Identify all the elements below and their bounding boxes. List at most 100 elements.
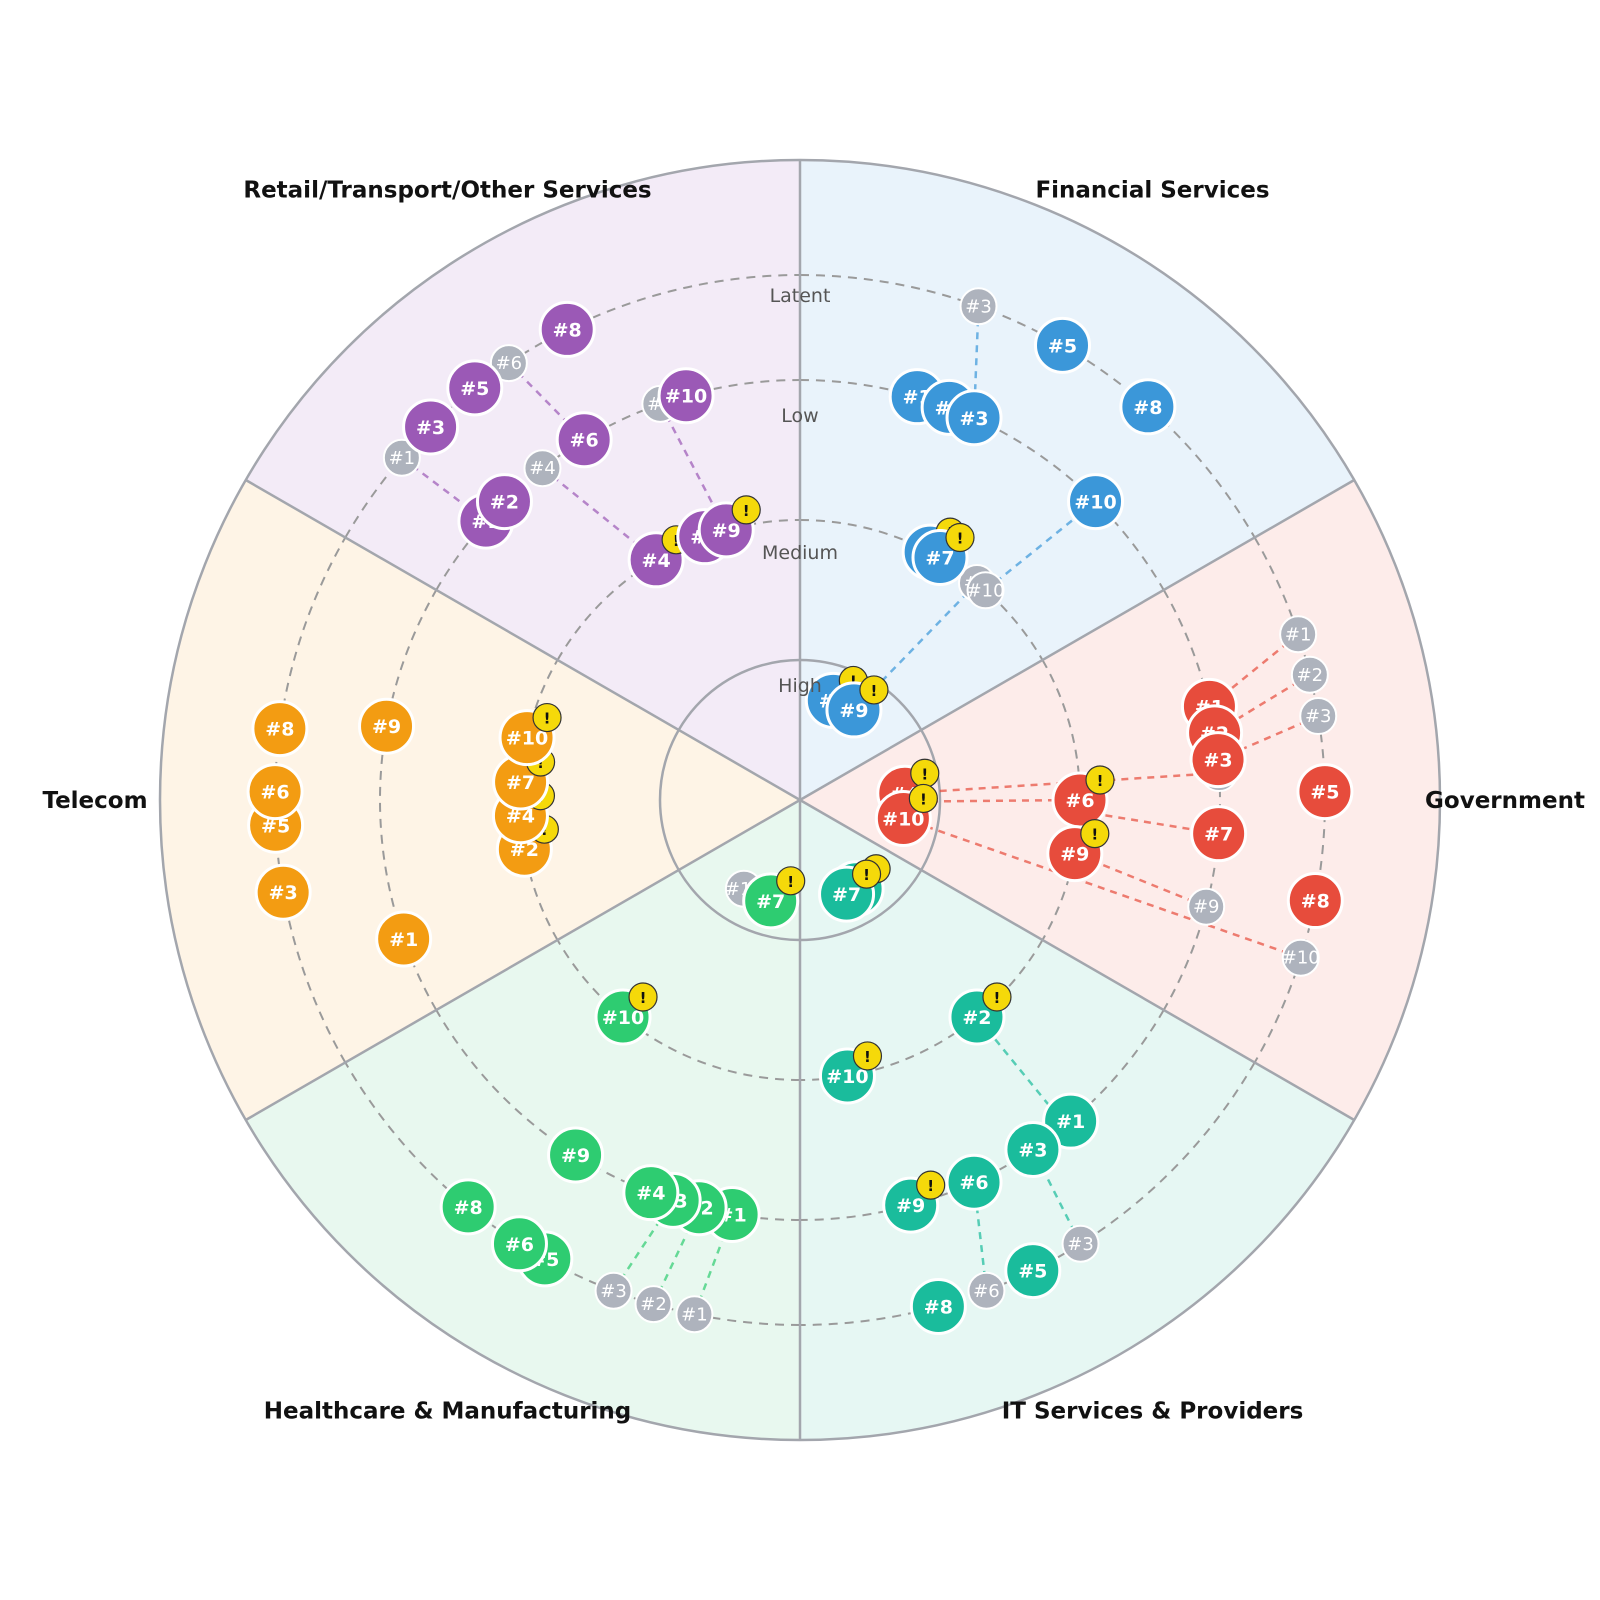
item-marker-label: #9 bbox=[896, 1195, 925, 1217]
warning-icon-label: ! bbox=[994, 989, 1001, 1007]
warning-icon bbox=[532, 702, 562, 733]
warning-icon bbox=[945, 522, 975, 553]
item-marker-label: #2 bbox=[490, 492, 519, 514]
item-marker-label: #6 bbox=[260, 782, 289, 804]
item-marker bbox=[358, 697, 416, 755]
warning-icon bbox=[859, 675, 889, 705]
item-marker-label: #9 bbox=[839, 700, 868, 722]
warning-icon-label: ! bbox=[787, 873, 794, 891]
item-marker-label: #6 bbox=[1065, 790, 1094, 812]
item-marker bbox=[439, 1178, 497, 1236]
item-marker-label: #4 bbox=[642, 550, 671, 572]
previous-marker bbox=[594, 1271, 633, 1310]
previous-marker bbox=[1061, 1224, 1100, 1263]
movement-line bbox=[902, 817, 1302, 959]
previous-marker bbox=[966, 571, 1005, 610]
item-marker-label: #5 bbox=[1018, 1261, 1047, 1283]
previous-marker bbox=[967, 1271, 1006, 1310]
warning-icon-label: ! bbox=[920, 790, 927, 808]
item-marker-label: #7 bbox=[756, 891, 785, 913]
ring-arc-medium bbox=[799, 939, 1044, 1081]
item-marker bbox=[1190, 805, 1248, 863]
warning-icon bbox=[628, 982, 658, 1012]
warning-icon bbox=[851, 859, 882, 889]
item-marker-label: #1 bbox=[1056, 1111, 1085, 1133]
previous-marker-label: #1 bbox=[1285, 624, 1312, 645]
item-marker-label: #8 bbox=[265, 719, 294, 741]
warning-icon bbox=[731, 495, 761, 525]
item-marker bbox=[246, 763, 304, 821]
item-marker-label: #4 bbox=[506, 806, 535, 828]
sector-bg-2 bbox=[800, 480, 1440, 1120]
sector-label-4: Healthcare & Manufacturing bbox=[264, 1399, 632, 1425]
item-marker-label: #1 bbox=[389, 929, 418, 951]
item-marker bbox=[538, 300, 596, 358]
item-marker bbox=[1119, 378, 1177, 436]
ring-label-low: Low bbox=[781, 405, 818, 427]
warning-icon-label: ! bbox=[871, 682, 878, 700]
item-marker-label: #8 bbox=[1133, 397, 1162, 419]
previous-marker-label: #9 bbox=[1193, 897, 1220, 918]
sector-label-1: Financial Services bbox=[1035, 177, 1269, 203]
item-marker-label: #7 bbox=[832, 884, 861, 906]
warning-icon-label: ! bbox=[537, 754, 544, 772]
item-marker-label: #7 bbox=[1204, 824, 1233, 846]
item-marker-label: #10 bbox=[506, 728, 548, 750]
warning-icon bbox=[1085, 765, 1115, 795]
sector-bg-4 bbox=[245, 800, 800, 1440]
item-marker-label: #9 bbox=[372, 716, 401, 738]
item-marker bbox=[375, 910, 433, 968]
item-marker-label: #5 bbox=[460, 378, 489, 400]
warning-icon bbox=[776, 866, 806, 896]
item-marker-label: #9 bbox=[712, 520, 741, 542]
previous-marker bbox=[1299, 697, 1338, 736]
item-marker-label: #8 bbox=[924, 1296, 953, 1318]
sector-label-2: Government bbox=[1425, 788, 1585, 814]
previous-marker bbox=[382, 438, 421, 477]
outer-ring bbox=[158, 158, 1442, 1442]
sector-divider bbox=[245, 798, 801, 1122]
warning-icon bbox=[852, 1041, 883, 1071]
item-marker-label: #9 bbox=[1060, 844, 1089, 866]
previous-marker bbox=[634, 1285, 673, 1324]
item-marker bbox=[555, 411, 613, 469]
ring-arc-medium bbox=[556, 939, 801, 1081]
previous-marker bbox=[1281, 938, 1320, 977]
warning-icon bbox=[916, 1170, 946, 1200]
item-marker-label: #3 bbox=[1018, 1140, 1047, 1162]
item-marker-label: #3 bbox=[1203, 750, 1232, 772]
previous-marker-label: #3 bbox=[1067, 1234, 1094, 1255]
warning-icon-label: ! bbox=[927, 1177, 934, 1195]
previous-marker bbox=[1279, 615, 1318, 654]
previous-marker-label: #2 bbox=[1297, 665, 1324, 686]
warning-icon-label: ! bbox=[957, 530, 964, 548]
previous-marker bbox=[523, 449, 562, 488]
previous-marker-label: #3 bbox=[600, 1281, 627, 1302]
item-marker-label: #5 bbox=[1048, 335, 1077, 357]
warning-icon-label: ! bbox=[863, 866, 870, 884]
item-marker bbox=[1189, 731, 1247, 789]
warning-icon-label: ! bbox=[743, 502, 750, 520]
item-marker-label: #3 bbox=[959, 408, 988, 430]
sector-label-3: IT Services & Providers bbox=[1002, 1399, 1304, 1425]
previous-marker bbox=[675, 1295, 714, 1334]
item-marker-label: #5 bbox=[261, 815, 290, 837]
warning-icon-label: ! bbox=[850, 672, 857, 690]
item-marker-label: #6 bbox=[570, 430, 599, 452]
item-marker-label: #3 bbox=[416, 417, 445, 439]
item-marker-label: #10 bbox=[1074, 492, 1116, 514]
item-marker bbox=[547, 1126, 605, 1184]
movement-line bbox=[975, 1016, 1067, 1127]
item-marker-label: #4 bbox=[636, 1183, 665, 1205]
warning-icon-label: ! bbox=[921, 765, 928, 783]
item-marker bbox=[475, 473, 533, 531]
item-marker-label: #2 bbox=[962, 1007, 991, 1029]
sector-divider bbox=[799, 798, 1355, 1122]
sector-bg-5 bbox=[159, 480, 800, 1120]
warning-icon bbox=[982, 982, 1012, 1012]
item-marker bbox=[1067, 473, 1125, 531]
previous-marker-label: #10 bbox=[1282, 948, 1320, 969]
ring-label-latent: Latent bbox=[770, 285, 831, 307]
